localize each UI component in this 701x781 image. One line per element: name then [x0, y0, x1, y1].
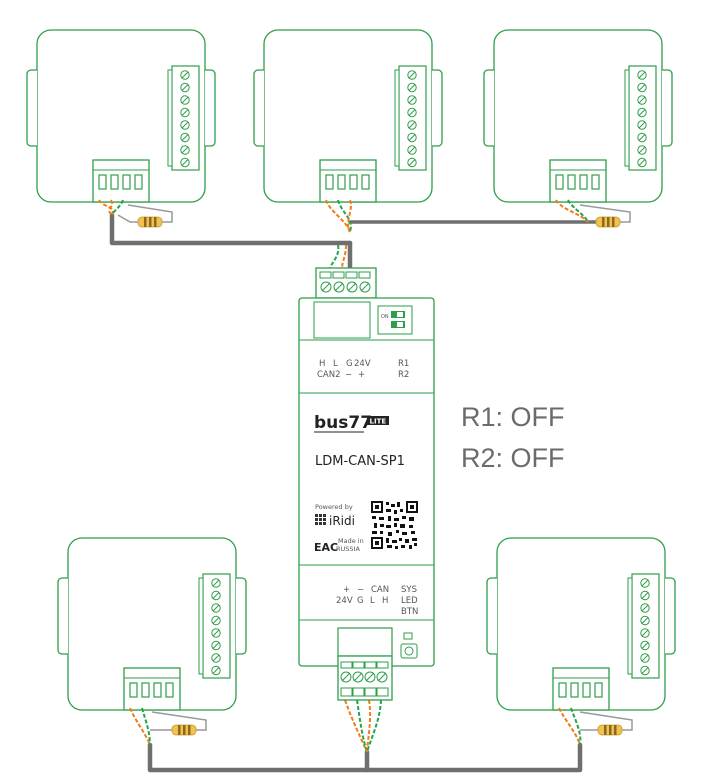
- eac-mark: EAC: [314, 541, 338, 554]
- resistor-top-left: [117, 204, 173, 228]
- label-can2: CAN2: [317, 370, 341, 380]
- label-l: L: [333, 359, 338, 369]
- led-indicator: [403, 632, 413, 640]
- dip-switch: ON: [377, 305, 413, 335]
- label-sys: SYS: [401, 585, 417, 595]
- model-name: LDM-CAN-SP1: [315, 454, 405, 469]
- module-top-right: [483, 29, 673, 203]
- label-g-bottom: G: [357, 596, 364, 606]
- label-g: G: [346, 359, 353, 369]
- resistor-bottom-right: [579, 711, 633, 736]
- label-plus: +: [358, 370, 365, 380]
- made-in-line1: Made in: [338, 537, 364, 545]
- label-led: LED: [401, 596, 418, 606]
- module-top-center: [253, 29, 443, 203]
- setting-r1: R1: OFF: [461, 402, 565, 432]
- resistor-bottom-left: [150, 711, 207, 736]
- label-24v: 24V: [354, 359, 371, 369]
- iridi-grid-icon: [315, 514, 326, 525]
- qr-code: [370, 500, 418, 550]
- twisted-pairs: [98, 199, 589, 753]
- label-l-bottom: L: [370, 596, 375, 606]
- module-bottom-right: [486, 537, 676, 711]
- label-plus-bottom: +: [343, 585, 350, 595]
- label-r1: R1: [398, 359, 409, 369]
- brand-badge: LITE: [370, 418, 387, 426]
- label-minus: −: [345, 370, 352, 380]
- setting-r2: R2: OFF: [461, 443, 565, 473]
- dip-on-label: ON: [381, 314, 389, 320]
- label-can-bottom: CAN: [371, 585, 389, 595]
- label-btn: BTN: [401, 607, 418, 617]
- ldm-can-sp1-device: ON H L G 24V R1 CAN2 − + R2 bus77 LITE L…: [298, 267, 435, 701]
- bottom-terminal-connector: [337, 627, 393, 701]
- module-top-left: [26, 29, 216, 203]
- label-r2: R2: [398, 370, 409, 380]
- label-24v-bottom: 24V: [336, 596, 353, 606]
- label-h-bottom: H: [382, 596, 388, 606]
- powered-by: Powered by: [315, 503, 353, 511]
- made-in-line2: RUSSIA: [336, 545, 360, 553]
- brand-logo: bus77: [314, 413, 372, 433]
- label-h: H: [319, 359, 325, 369]
- label-minus-bottom: −: [357, 585, 364, 595]
- iridi-logo: iRidi: [329, 514, 355, 528]
- bus-wires: [109, 212, 602, 773]
- resistor-top-right: [579, 204, 631, 228]
- module-bottom-left: [57, 537, 247, 711]
